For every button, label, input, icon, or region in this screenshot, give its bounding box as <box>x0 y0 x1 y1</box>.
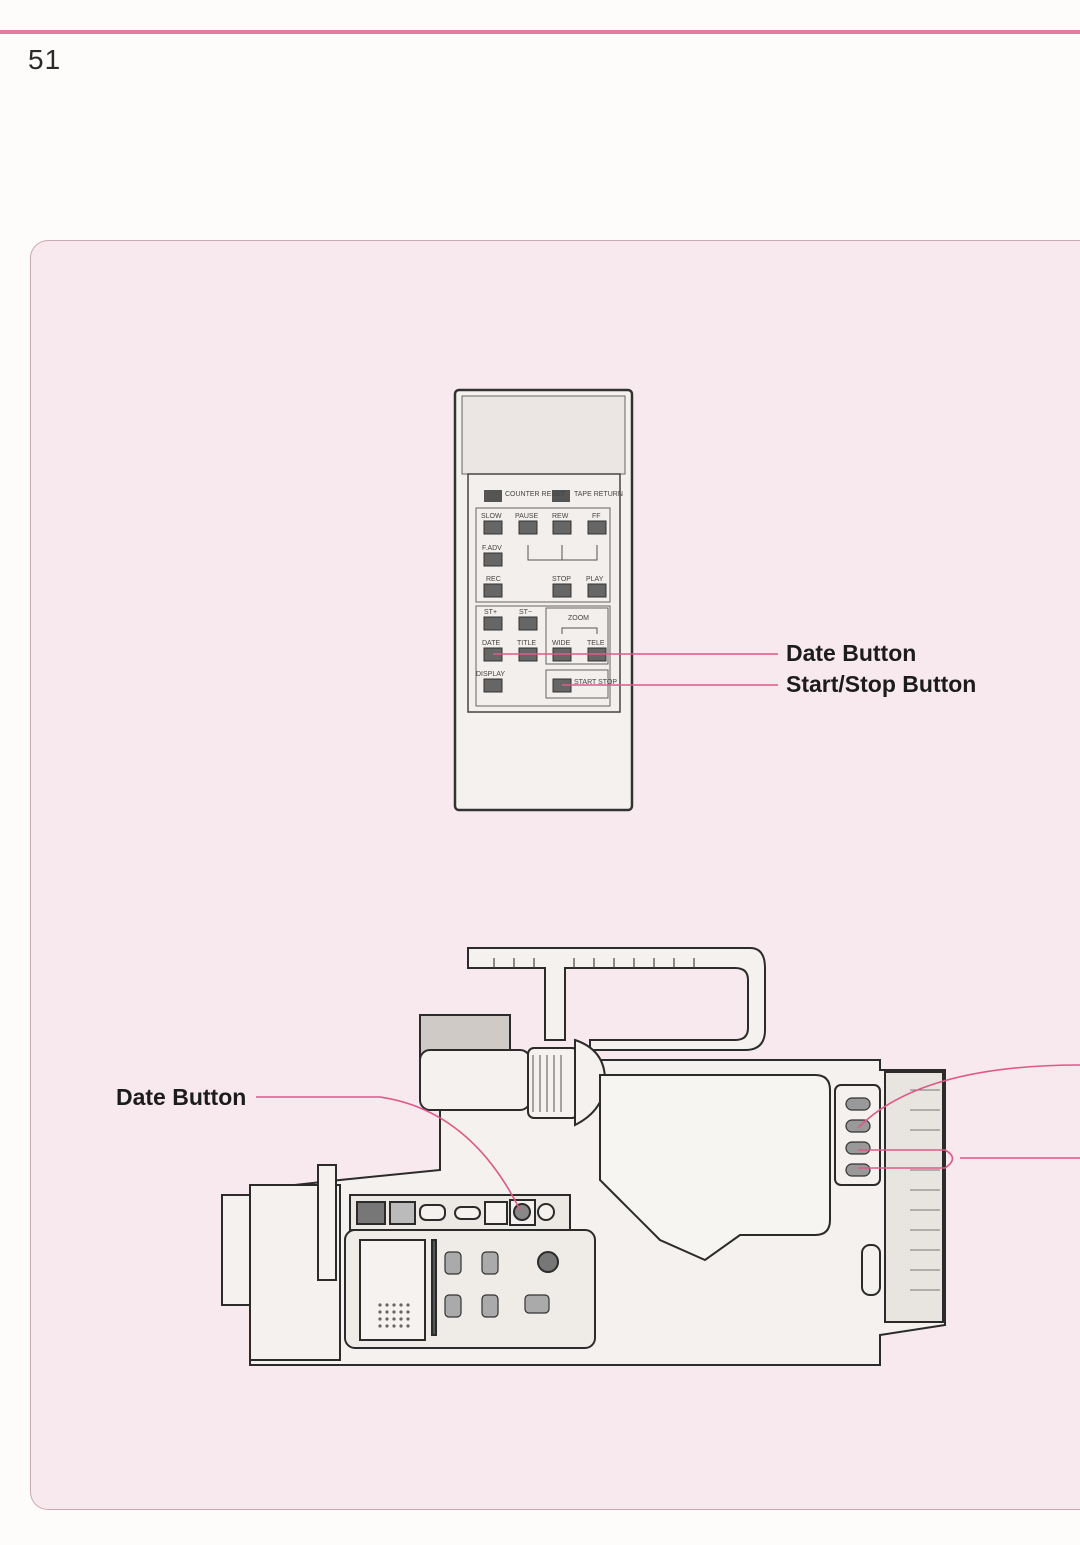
label-title: TITLE <box>517 640 536 647</box>
label-date: DATE <box>482 640 500 647</box>
label-rec: REC <box>486 576 501 583</box>
label-stop: STOP <box>552 576 571 583</box>
label-zoom: ZOOM <box>568 615 589 622</box>
label-play: PLAY <box>586 576 604 583</box>
top-rule <box>0 30 1080 34</box>
label-st-minus: ST− <box>519 609 532 616</box>
label-display: DISPLAY <box>476 671 505 678</box>
label-tape-return: TAPE RETURN <box>574 491 623 498</box>
remote-control <box>453 388 634 812</box>
callout-remote-date-button: Date Button <box>786 640 917 666</box>
label-slow: SLOW <box>481 513 502 520</box>
label-fadv: F.ADV <box>482 545 502 552</box>
label-st-plus: ST+ <box>484 609 497 616</box>
label-tele: TELE <box>587 640 605 647</box>
label-start-stop: START STOP <box>574 679 617 686</box>
callout-camera-date-button: Date Button <box>116 1084 247 1110</box>
label-rew: REW <box>552 513 569 520</box>
camcorder <box>221 947 946 1366</box>
label-counter-reset: COUNTER RESET <box>505 491 566 498</box>
remote-button-labels: COUNTER RESET TAPE RETURN SLOW PAUSE REW… <box>476 491 623 686</box>
camcorder-callout-lines <box>256 1064 1080 1211</box>
callout-remote-start-stop-button: Start/Stop Button <box>786 671 977 697</box>
label-ff: FF <box>592 513 601 520</box>
label-pause: PAUSE <box>515 513 539 520</box>
remote-callout-lines <box>493 653 778 686</box>
page-number: 51 <box>28 44 62 75</box>
label-wide: WIDE <box>552 640 571 647</box>
